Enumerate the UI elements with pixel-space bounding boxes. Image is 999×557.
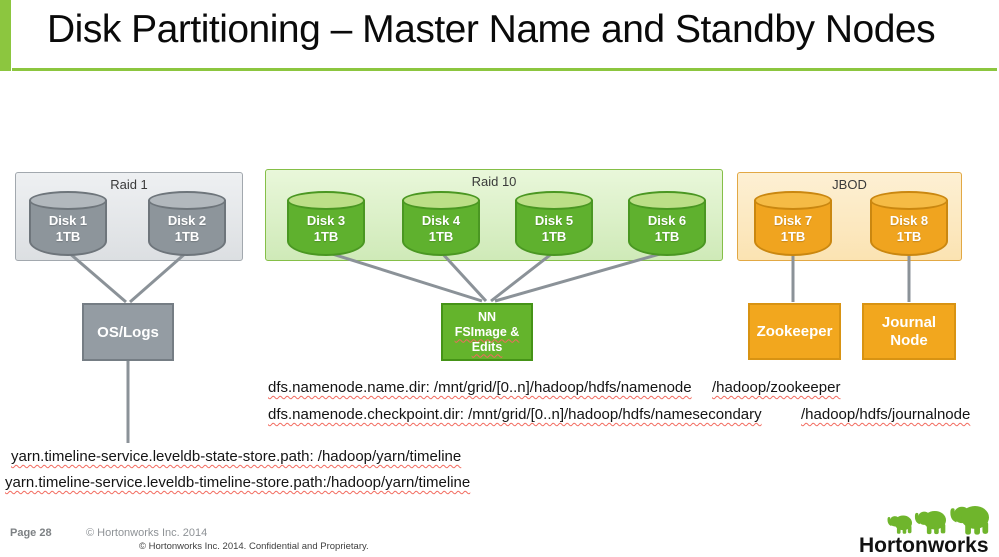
group-jbod-label: JBOD (832, 177, 867, 192)
footer-copyright: © Hortonworks Inc. 2014 (86, 527, 208, 539)
disk-name: Disk 6 (647, 213, 687, 228)
config-dfs-name-dir: dfs.namenode.name.dir: /mnt/grid/[0..n]/… (268, 379, 692, 396)
node-os-logs: OS/Logs (82, 303, 174, 361)
elephant-small-icon (887, 515, 912, 534)
disk-size: 1TB (55, 229, 81, 244)
node-os-logs-label: OS/Logs (97, 323, 159, 341)
footer-confidential: © Hortonworks Inc. 2014. Confidential an… (139, 541, 369, 552)
journal-label-line2: Node (890, 331, 928, 349)
cylinder-top (515, 191, 593, 210)
config-journalnode-path: /hadoop/hdfs/journalnode (801, 406, 971, 423)
accent-bar (0, 0, 11, 71)
disk-name: Disk 2 (167, 213, 207, 228)
disk-name: Disk 8 (889, 213, 929, 228)
page-title: Disk Partitioning – Master Name and Stan… (47, 8, 936, 51)
elephant-medium-icon (914, 510, 946, 535)
config-zookeeper-path: /hadoop/zookeeper (712, 379, 841, 396)
nn-label-line1: NN (477, 309, 497, 324)
node-zookeeper: Zookeeper (748, 303, 841, 360)
node-journal-node: Journal Node (862, 303, 956, 360)
disk-size: 1TB (174, 229, 200, 244)
cylinder-top (754, 191, 832, 210)
cylinder-top (29, 191, 107, 210)
disk-size: 1TB (654, 229, 680, 244)
disk-name: Disk 4 (421, 213, 461, 228)
nn-label-line2: FSImage & (454, 324, 520, 339)
disk-name: Disk 5 (534, 213, 574, 228)
disk-name: Disk 3 (306, 213, 346, 228)
config-dfs-checkpoint-dir: dfs.namenode.checkpoint.dir: /mnt/grid/[… (268, 406, 762, 423)
cylinder-top (287, 191, 365, 210)
journal-label-line1: Journal (881, 313, 937, 331)
group-raid1-label: Raid 1 (110, 177, 148, 192)
hortonworks-logo: Hortonworks (859, 505, 989, 557)
disk-size: 1TB (541, 229, 567, 244)
config-yarn-state-store: yarn.timeline-service.leveldb-state-stor… (11, 448, 462, 465)
group-raid10-label: Raid 10 (471, 174, 517, 189)
cylinder-top (402, 191, 480, 210)
title-divider (12, 68, 997, 71)
disk-name: Disk 1 (48, 213, 88, 228)
node-nn-fsimage-edits: NN FSImage & Edits (441, 303, 533, 361)
node-zookeeper-label: Zookeeper (756, 323, 833, 340)
elephant-large-icon (950, 505, 989, 535)
disk-size: 1TB (780, 229, 806, 244)
cylinder-top (870, 191, 948, 210)
page-number: Page 28 (10, 527, 52, 539)
cylinder-top (628, 191, 706, 210)
disk-size: 1TB (313, 229, 339, 244)
disk-size: 1TB (428, 229, 454, 244)
config-yarn-timeline-store: yarn.timeline-service.leveldb-timeline-s… (5, 474, 471, 491)
disk-size: 1TB (896, 229, 922, 244)
cylinder-top (148, 191, 226, 210)
hortonworks-wordmark: Hortonworks (859, 534, 989, 557)
nn-label-line3: Edits (471, 339, 503, 354)
disk-name: Disk 7 (773, 213, 813, 228)
